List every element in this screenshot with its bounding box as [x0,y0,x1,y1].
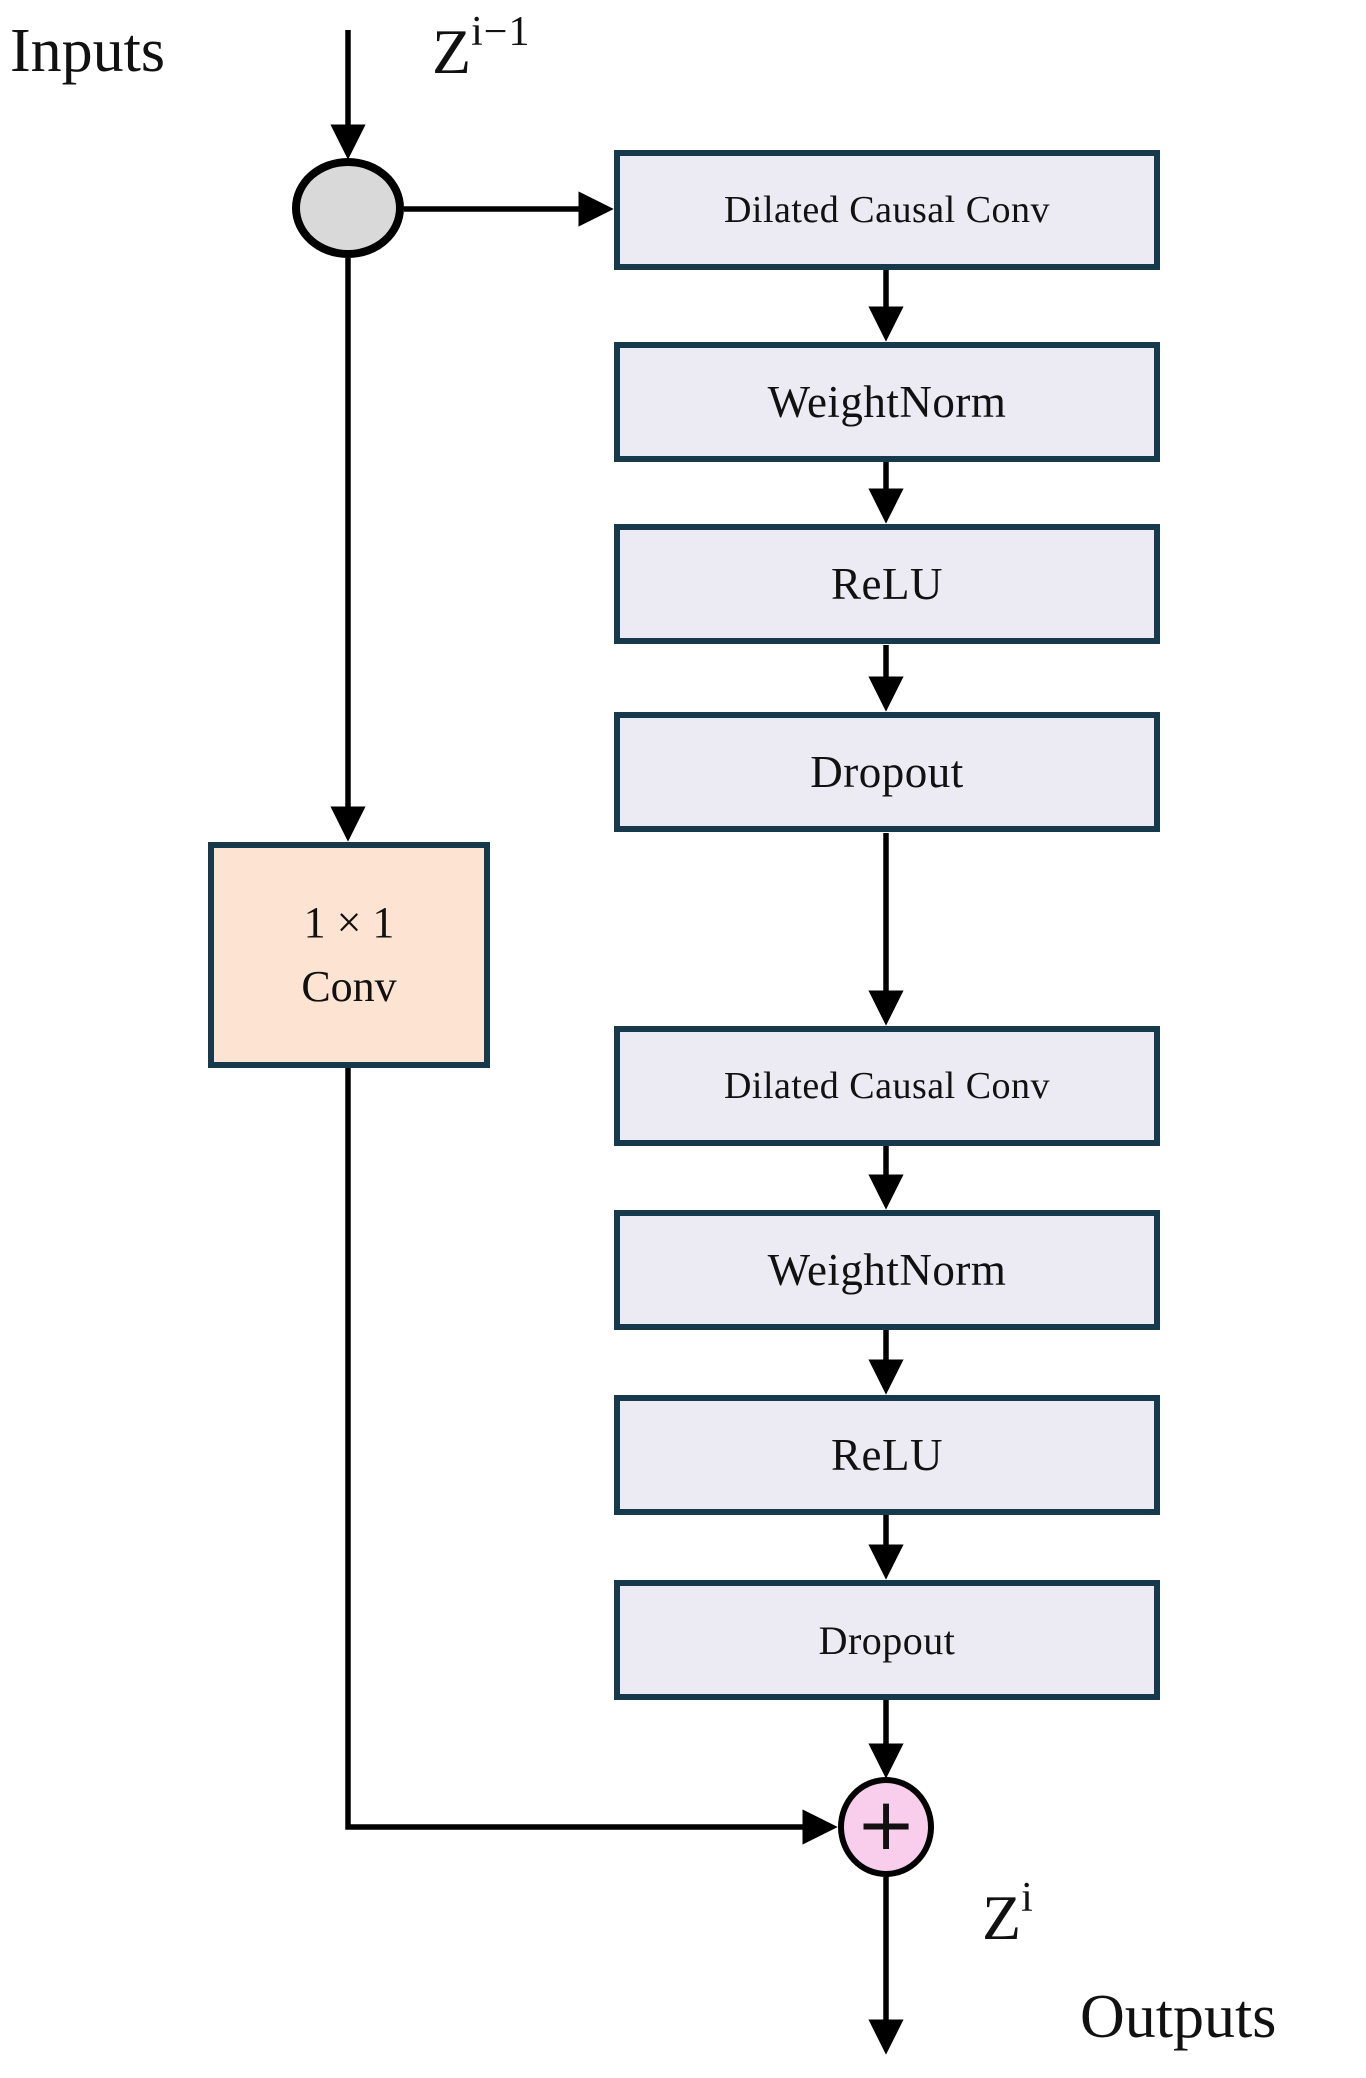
plus-sign: + [855,1782,917,1866]
flow-box-dilated-causal-conv-1: Dilated Causal Conv [614,150,1160,270]
residual-1x1-conv-box: 1 × 1 Conv [208,842,490,1068]
z-input-label: Zi−1 [432,8,530,89]
z-input-superscript: i−1 [471,9,531,55]
z-output-label: Zi [982,1874,1034,1955]
flow-box-relu-1: ReLU [614,524,1160,644]
split-node-circle [292,158,404,258]
sum-node-circle: + [838,1777,934,1877]
flow-box-dropout-1: Dropout [614,712,1160,832]
z-output-base: Z [982,1882,1022,1953]
flow-box-weightnorm-2: WeightNorm [614,1210,1160,1330]
residual-conv-line1: 1 × 1 [303,898,395,948]
z-output-superscript: i [1021,1875,1034,1921]
flow-box-relu-2: ReLU [614,1395,1160,1515]
flow-box-weightnorm-1: WeightNorm [614,342,1160,462]
flow-box-dropout-2: Dropout [614,1580,1160,1700]
inputs-label: Inputs [10,17,165,85]
z-input-base: Z [432,16,472,87]
outputs-label: Outputs [1080,1983,1277,2051]
flow-box-dilated-causal-conv-2: Dilated Causal Conv [614,1026,1160,1146]
residual-conv-line2: Conv [301,962,397,1011]
